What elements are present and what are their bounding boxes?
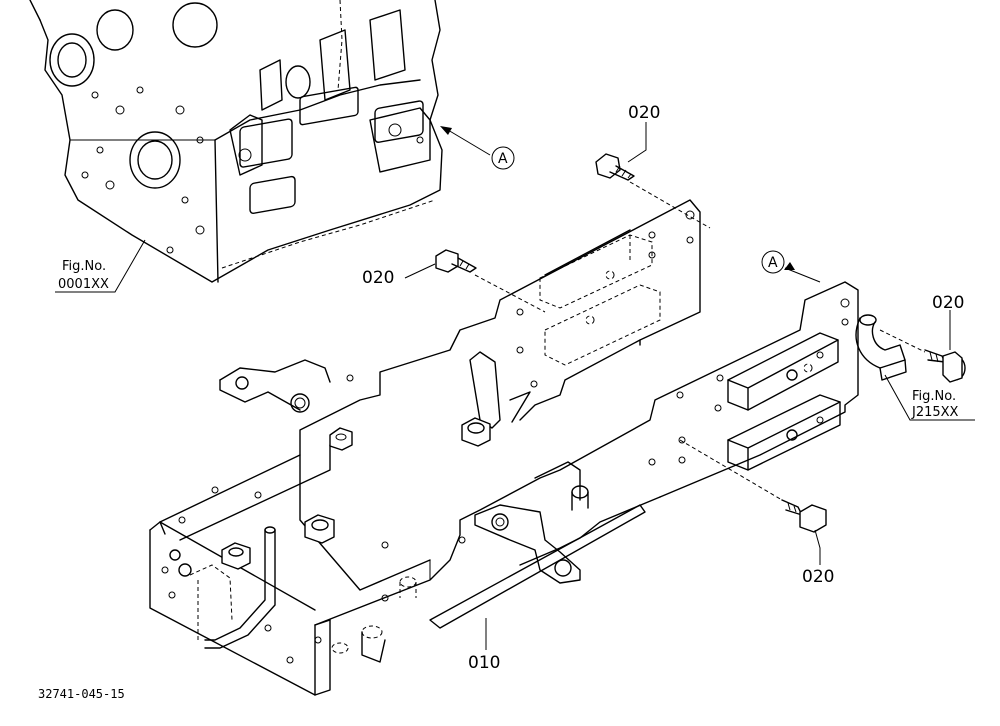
frame-assembly bbox=[149, 199, 859, 696]
reference-a-top: A bbox=[491, 146, 515, 170]
leader-lines bbox=[55, 122, 975, 650]
bolt-020-bottom bbox=[781, 499, 827, 533]
pipe-clamp bbox=[855, 314, 907, 381]
label-020-top: 020 bbox=[628, 103, 660, 123]
nut bbox=[221, 542, 251, 570]
ref-a-right-text: A bbox=[768, 255, 778, 271]
drawing-code: 32741-045-15 bbox=[38, 687, 125, 701]
label-020-right: 020 bbox=[932, 293, 964, 313]
fig-ref-left-line2: 0001XX bbox=[58, 277, 109, 292]
ref-a-top-text: A bbox=[498, 151, 508, 167]
reference-a-right: A bbox=[761, 250, 785, 274]
label-010: 010 bbox=[468, 653, 500, 673]
nut bbox=[329, 427, 353, 451]
label-020-bottom: 020 bbox=[802, 567, 834, 587]
fig-ref-left-line1: Fig.No. bbox=[62, 259, 106, 274]
nut bbox=[461, 417, 491, 447]
label-020-left: 020 bbox=[362, 268, 394, 288]
bolt-020-right bbox=[924, 349, 966, 383]
bolt-020-left bbox=[435, 249, 477, 273]
engine-block bbox=[29, 0, 443, 283]
bolt-020-top bbox=[595, 153, 635, 181]
fig-ref-right-line1: Fig.No. bbox=[912, 389, 956, 404]
nut bbox=[304, 514, 335, 544]
fig-ref-right-line2: J215XX bbox=[911, 405, 959, 420]
